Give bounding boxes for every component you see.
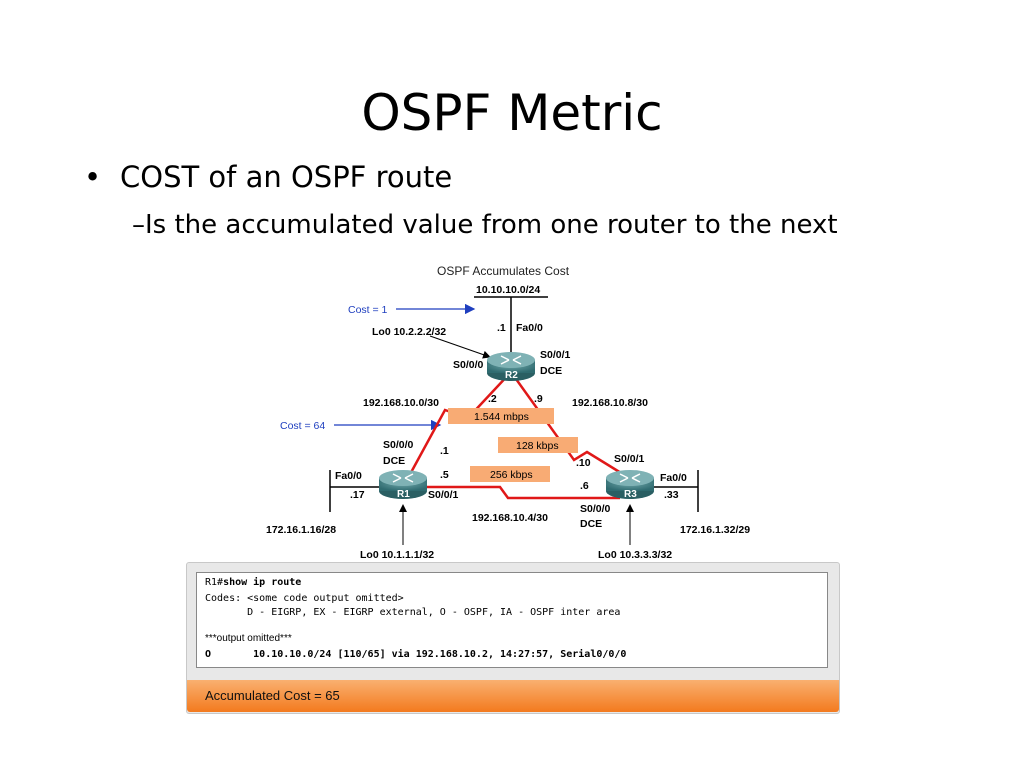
r1-s000: S0/0/0 xyxy=(383,439,414,451)
r1-router-icon xyxy=(392,473,414,483)
bw-r1r2: 1.544 mbps xyxy=(474,411,529,423)
terminal-legend: D - EIGRP, EX - EIGRP external, O - OSPF… xyxy=(205,607,621,618)
r2-s001: S0/0/1 xyxy=(540,349,571,361)
bw-r2r3: 128 kbps xyxy=(516,440,559,452)
terminal-omitted: ***output omitted*** xyxy=(205,633,292,644)
r3-loopback-label: Lo0 10.3.3.3/32 xyxy=(598,549,672,561)
bw-r1r3: 256 kbps xyxy=(490,469,533,481)
r2-loopback-arrow xyxy=(429,335,491,359)
bullet-mark: • xyxy=(84,160,102,194)
r2-name: R2 xyxy=(505,370,518,381)
slide-title: OSPF Metric xyxy=(361,84,663,142)
r2-right-ip: .9 xyxy=(534,393,543,405)
r2-router-icon xyxy=(500,355,522,365)
accumulated-cost-text: Accumulated Cost = 65 xyxy=(205,688,340,703)
top-network-label: 10.10.10.0/24 xyxy=(476,284,540,296)
diagram-caption: OSPF Accumulates Cost xyxy=(437,264,570,278)
terminal-command-line: R1#show ip route xyxy=(205,577,301,588)
r1-fa-interface: Fa0/0 xyxy=(335,470,362,482)
r2-fa-interface: Fa0/0 xyxy=(516,322,543,334)
terminal-prompt: R1# xyxy=(205,577,224,588)
r3-ip-6: .6 xyxy=(580,480,589,492)
r1-s001: S0/0/1 xyxy=(428,489,459,501)
r2-left-ip: .2 xyxy=(488,393,497,405)
r1-ip-1: .1 xyxy=(440,445,449,457)
link-r1-r3 xyxy=(418,485,620,500)
r1-fa-ip: .17 xyxy=(350,489,365,501)
r3-ip-10: .10 xyxy=(576,457,591,469)
r3-fa-interface: Fa0/0 xyxy=(660,472,687,484)
sub-bullet: –Is the accumulated value from one route… xyxy=(132,210,838,240)
r2-loopback-label: Lo0 10.2.2.2/32 xyxy=(372,326,446,338)
r3-dce: DCE xyxy=(580,518,602,530)
r3-name: R3 xyxy=(624,489,637,500)
link-r1r2-network: 192.168.10.0/30 xyxy=(363,397,439,409)
r2-dce: DCE xyxy=(540,365,562,377)
router-r2 xyxy=(487,352,535,381)
lan-right-network: 172.16.1.32/29 xyxy=(680,524,750,536)
bw-box-r1r2 xyxy=(448,408,554,424)
link-r2r3-network: 192.168.10.8/30 xyxy=(572,397,648,409)
cost-64-label: Cost = 64 xyxy=(280,420,325,432)
router-r1 xyxy=(379,470,427,499)
r3-s001: S0/0/1 xyxy=(614,453,645,465)
bw-box-r1r3 xyxy=(470,466,550,482)
r1-ip-5: .5 xyxy=(440,469,449,481)
terminal-route: O 10.10.10.0/24 [110/65] via 192.168.10.… xyxy=(205,649,627,660)
sub-bullet-mark: – xyxy=(132,210,145,240)
bullet-text: COST of an OSPF route xyxy=(120,160,453,194)
bullet-cost: • COST of an OSPF route xyxy=(84,160,452,194)
terminal-output: R1#show ip route Codes: <some code outpu… xyxy=(196,572,828,668)
router-r3 xyxy=(606,470,654,499)
r1-name: R1 xyxy=(397,489,410,500)
lan-left-network: 172.16.1.16/28 xyxy=(266,524,336,536)
link-r1r3-network: 192.168.10.4/30 xyxy=(472,512,548,524)
r2-fa-ip: .1 xyxy=(497,322,506,334)
sub-bullet-text: Is the accumulated value from one router… xyxy=(145,210,838,240)
r3-router-icon xyxy=(619,473,641,483)
r2-s000: S0/0/0 xyxy=(453,359,484,371)
r1-loopback-label: Lo0 10.1.1.1/32 xyxy=(360,549,434,561)
bw-box-r2r3 xyxy=(498,437,578,453)
cost-1-label: Cost = 1 xyxy=(348,304,388,316)
terminal-codes: Codes: <some code output omitted> xyxy=(205,593,404,604)
terminal-command: show ip route xyxy=(223,577,302,588)
r1-dce: DCE xyxy=(383,455,405,467)
accumulated-cost-bar: Accumulated Cost = 65 xyxy=(187,680,839,712)
r3-s000: S0/0/0 xyxy=(580,503,611,515)
r3-fa-ip: .33 xyxy=(664,489,679,501)
